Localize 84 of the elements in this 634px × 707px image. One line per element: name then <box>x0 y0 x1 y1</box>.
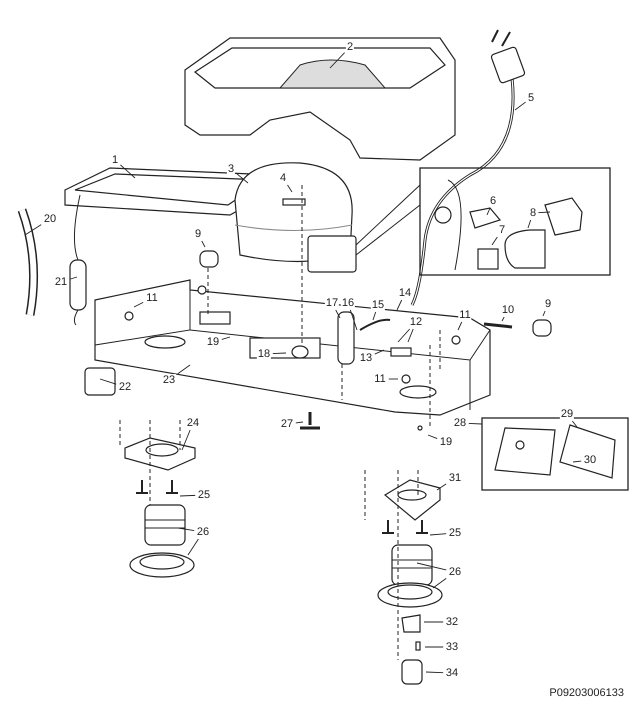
leader-line <box>201 240 206 248</box>
callout-number: 31 <box>448 472 462 484</box>
callout-number: 18 <box>256 348 272 360</box>
leader-line <box>416 562 447 570</box>
leader-line <box>458 322 462 330</box>
leader-line <box>424 646 444 648</box>
callout-number: 25 <box>448 527 462 539</box>
part-number: P09203006133 <box>549 686 624 700</box>
leader-line <box>24 224 42 236</box>
callout-number: 2 <box>346 41 354 53</box>
callout-number: 34 <box>444 667 460 679</box>
leader-line <box>492 236 498 246</box>
callout-number: 27 <box>280 418 294 430</box>
callout-number: 25 <box>196 489 212 501</box>
callout-number: 23 <box>162 374 176 386</box>
leader-line <box>430 533 447 536</box>
callout-number: 22 <box>118 381 132 393</box>
leader-line <box>408 328 414 342</box>
leader-line <box>538 212 550 214</box>
leader-line <box>134 302 144 308</box>
leader-line <box>372 312 376 320</box>
callout-number: 26 <box>196 526 210 538</box>
leader-line <box>572 420 578 428</box>
leader-line <box>182 430 191 450</box>
callout-number: 32 <box>444 616 460 628</box>
callout-number: 28 <box>452 417 468 429</box>
leader-line <box>398 328 410 342</box>
leader-line <box>100 378 117 385</box>
leader-line <box>572 460 582 462</box>
leader-line <box>350 310 358 330</box>
callout-number: 30 <box>582 454 598 466</box>
callout-number: 1 <box>110 154 120 166</box>
callout-number: 6 <box>488 195 498 207</box>
callout-number: 29 <box>560 408 574 420</box>
leader-line <box>432 578 447 588</box>
leader-line <box>426 672 444 674</box>
callout-number: 17 <box>324 297 340 309</box>
callout-number: 20 <box>42 213 58 225</box>
callout-number: 16 <box>340 297 356 309</box>
callout-number: 21 <box>54 276 68 288</box>
leader-line <box>468 422 482 424</box>
callout-number: 10 <box>500 304 516 316</box>
leader-line <box>486 208 490 216</box>
callout-number: 24 <box>186 417 200 429</box>
leader-line <box>177 364 190 374</box>
leader-line <box>178 528 195 532</box>
leader-line <box>188 538 199 556</box>
leader-line <box>180 494 196 496</box>
callout-number: 9 <box>194 228 202 240</box>
leader-line <box>374 350 384 355</box>
leader-line <box>287 184 292 192</box>
leader-line <box>272 352 286 354</box>
callout-number: 15 <box>370 299 386 311</box>
leader-line <box>436 483 447 490</box>
leader-line <box>388 378 398 380</box>
leader-line <box>502 316 505 322</box>
callout-number: 33 <box>444 641 460 653</box>
callout-number: 5 <box>526 92 536 104</box>
leader-line <box>69 276 78 280</box>
callout-number: 14 <box>398 287 412 299</box>
callout-number: 13 <box>358 352 374 364</box>
callout-number: 26 <box>448 566 462 578</box>
leader-line <box>428 434 438 440</box>
leader-line <box>120 164 136 178</box>
callout-number: 3 <box>226 163 236 175</box>
leader-line <box>528 220 532 228</box>
callout-number: 4 <box>278 172 288 184</box>
callout-number: 7 <box>498 224 506 236</box>
leader-line <box>542 310 546 316</box>
leader-line <box>514 102 526 110</box>
leader-line <box>396 300 402 310</box>
callout-number: 19 <box>438 436 454 448</box>
leader-line <box>295 422 304 424</box>
callout-number: 11 <box>373 373 387 385</box>
callout-number: 12 <box>408 316 424 328</box>
leader-line <box>330 52 346 68</box>
leader-line <box>236 173 248 184</box>
callout-number: 19 <box>206 336 220 348</box>
callout-number: 8 <box>528 207 538 219</box>
leader-line <box>221 336 230 340</box>
leader-line <box>335 310 340 318</box>
callout-number: 9 <box>544 298 552 310</box>
callout-number: 11 <box>458 309 472 321</box>
callout-number: 11 <box>145 292 159 304</box>
